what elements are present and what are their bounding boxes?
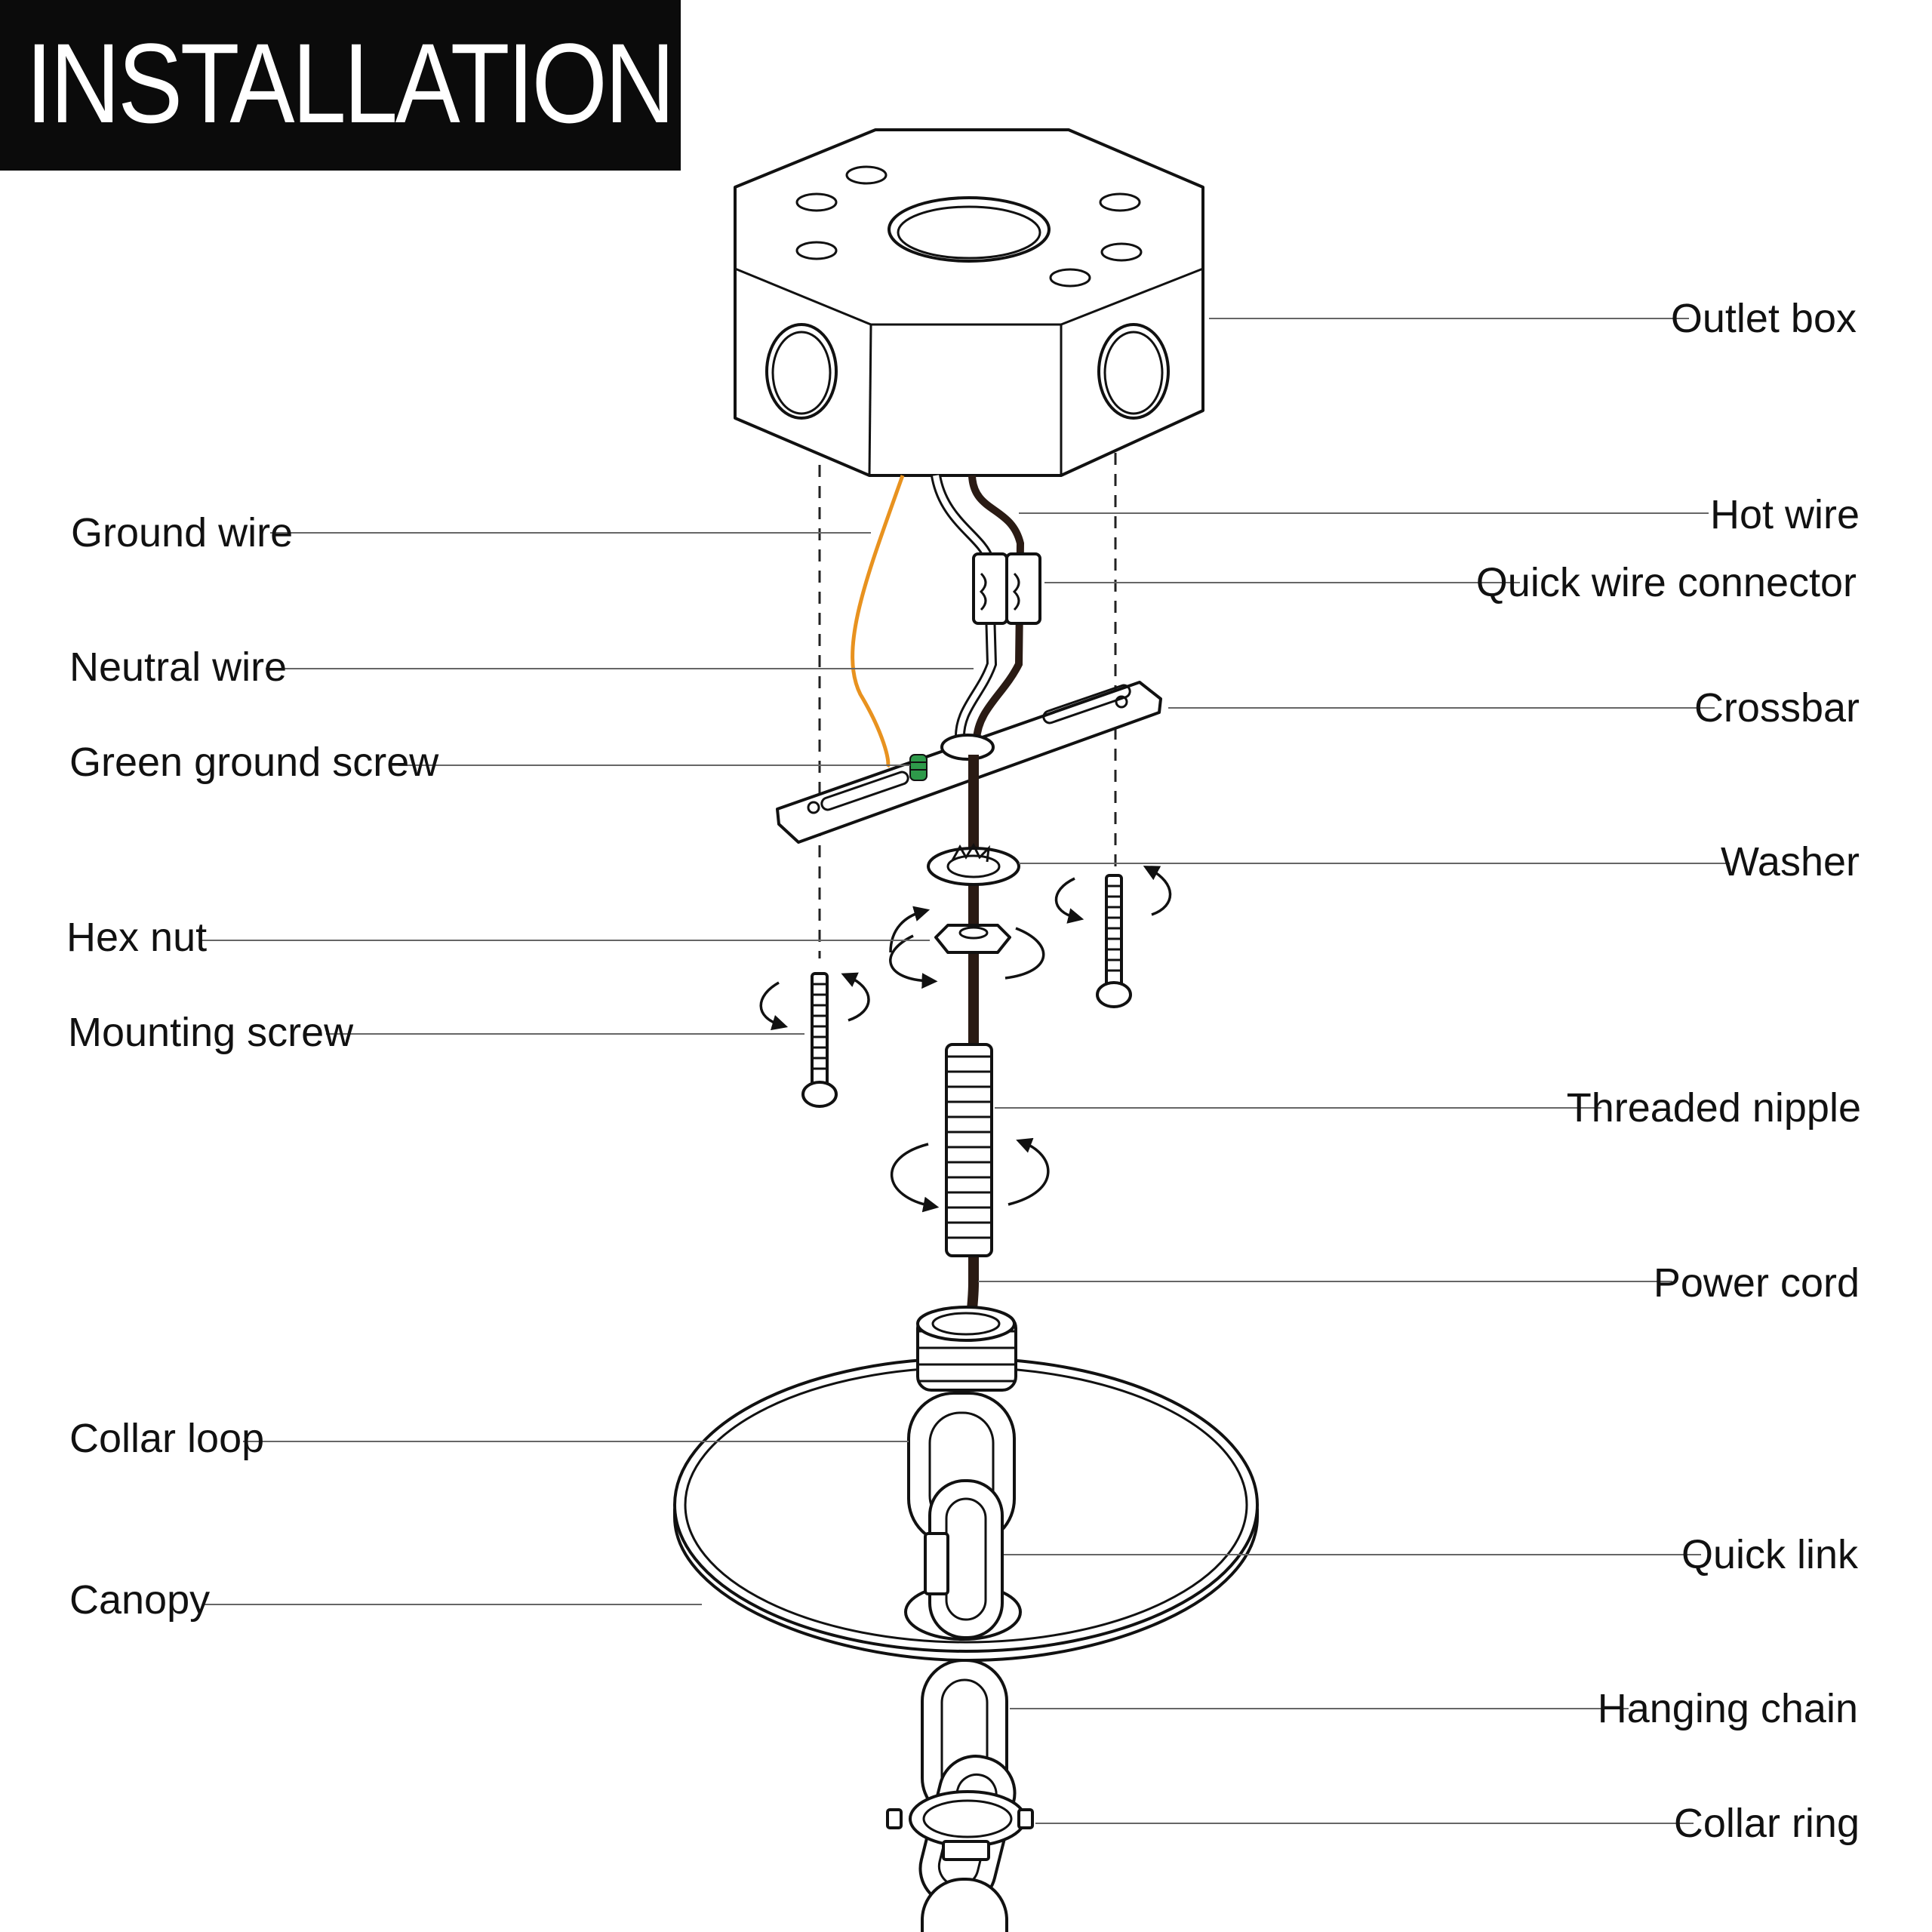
left-labels: Ground wire Neutral wire Green ground sc… (66, 510, 439, 1623)
label-hex-nut: Hex nut (66, 915, 207, 960)
label-canopy: Canopy (69, 1577, 210, 1623)
rotation-arrows (759, 866, 1172, 1213)
label-threaded-nipple: Threaded nipple (1567, 1085, 1861, 1131)
quick-link (924, 1479, 1004, 1639)
quick-wire-connector (972, 552, 1041, 625)
leader-lines (199, 318, 1730, 1824)
ground-wire-path (851, 475, 905, 768)
label-power-cord: Power cord (1654, 1260, 1860, 1306)
hot-wire-path (968, 475, 1025, 740)
mounting-screw-left (801, 972, 838, 1108)
label-collar-ring: Collar ring (1674, 1801, 1860, 1846)
label-hanging-chain: Hanging chain (1598, 1686, 1858, 1731)
label-quick-link: Quick link (1681, 1532, 1859, 1577)
label-washer: Washer (1721, 839, 1860, 884)
label-quick-wire-connector: Quick wire connector (1476, 560, 1857, 605)
collar-ring (886, 1790, 1034, 1861)
threaded-nipple (945, 1043, 993, 1257)
label-outlet-box: Outlet box (1671, 296, 1857, 341)
title-banner: INSTALLATION (0, 0, 681, 171)
right-labels: Outlet box Hot wire Quick wire connector… (1476, 296, 1861, 1846)
outlet-box (734, 128, 1204, 477)
label-hot-wire: Hot wire (1710, 492, 1860, 537)
label-ground-wire: Ground wire (71, 510, 293, 555)
label-crossbar: Crossbar (1694, 685, 1860, 731)
mounting-screw-right (1096, 874, 1132, 1008)
hex-nut (934, 924, 1011, 954)
label-collar-loop: Collar loop (69, 1416, 264, 1461)
page-title: INSTALLATION (26, 20, 675, 146)
green-ground-screw (909, 754, 928, 781)
label-mounting-screw: Mounting screw (68, 1010, 354, 1055)
label-green-ground-screw: Green ground screw (69, 740, 439, 785)
washer (927, 842, 1020, 886)
label-neutral-wire: Neutral wire (69, 645, 287, 690)
